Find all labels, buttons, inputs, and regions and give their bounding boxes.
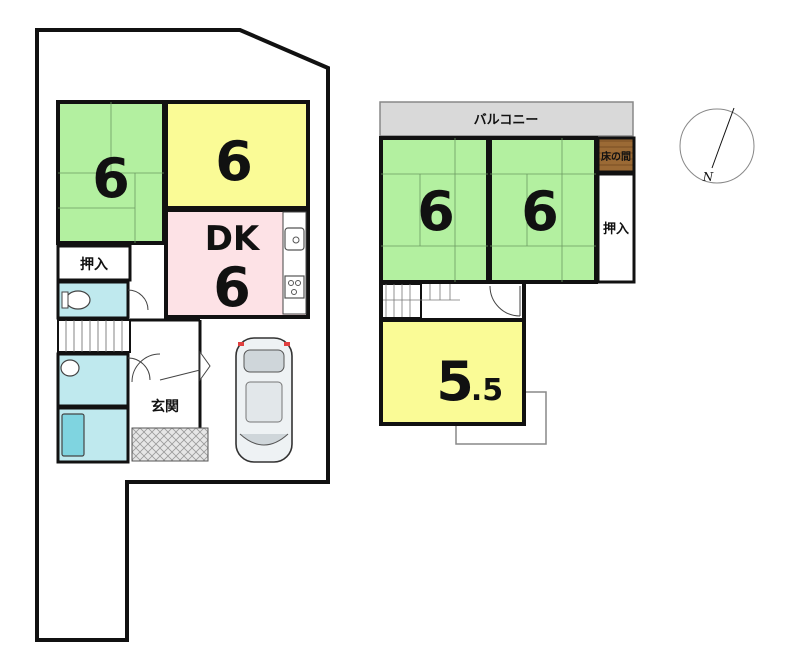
compass: N — [679, 107, 755, 184]
floor1-bath — [56, 406, 130, 464]
closet-label: 押入 — [603, 221, 629, 237]
kitchen-counter — [282, 211, 307, 315]
floor1-washroom — [56, 352, 151, 408]
floor2-balcony: バルコニー — [379, 101, 634, 137]
floor2-small-room: 5 .5 — [379, 318, 547, 445]
room-size-label: 6 — [92, 147, 130, 210]
bathtub-icon — [61, 413, 85, 457]
floor2-tokonoma: 床の間 — [596, 136, 636, 174]
room-size-label: 6 — [213, 256, 251, 319]
balcony-label: バルコニー — [474, 113, 539, 128]
floor2-room-right: 6 — [488, 136, 598, 284]
entrance-label: 玄関 — [151, 398, 179, 415]
floor2-room-left: 6 — [379, 136, 490, 284]
floor1-toilet — [56, 280, 149, 320]
floor1-closet: 押入 — [56, 244, 132, 282]
room-size-minor: .5 — [471, 373, 503, 408]
floor1-entrance: 玄関 — [130, 318, 211, 462]
toilet-icon — [65, 290, 91, 310]
floor1-western-room: 6 — [164, 100, 310, 210]
room-size-label: 6 — [417, 180, 455, 243]
room-size-label: 6 — [521, 180, 559, 243]
entrance-porch — [131, 427, 209, 462]
tokonoma-label: 床の間 — [601, 150, 631, 163]
dk-title: DK — [205, 219, 261, 259]
floor2-closet: 押入 — [596, 172, 636, 284]
washbasin-icon — [60, 359, 80, 377]
north-label: N — [702, 170, 714, 184]
car-icon — [235, 337, 293, 463]
stove-icon — [284, 275, 305, 299]
sink-icon — [284, 227, 305, 251]
room-size-major: 5 — [436, 350, 474, 413]
closet-label: 押入 — [80, 256, 108, 273]
floor1-stairs — [57, 319, 131, 353]
floor1-washitsu: 6 — [56, 100, 166, 245]
floor1-dk: DK 6 — [164, 208, 310, 319]
room-size-label: 6 — [215, 130, 253, 193]
